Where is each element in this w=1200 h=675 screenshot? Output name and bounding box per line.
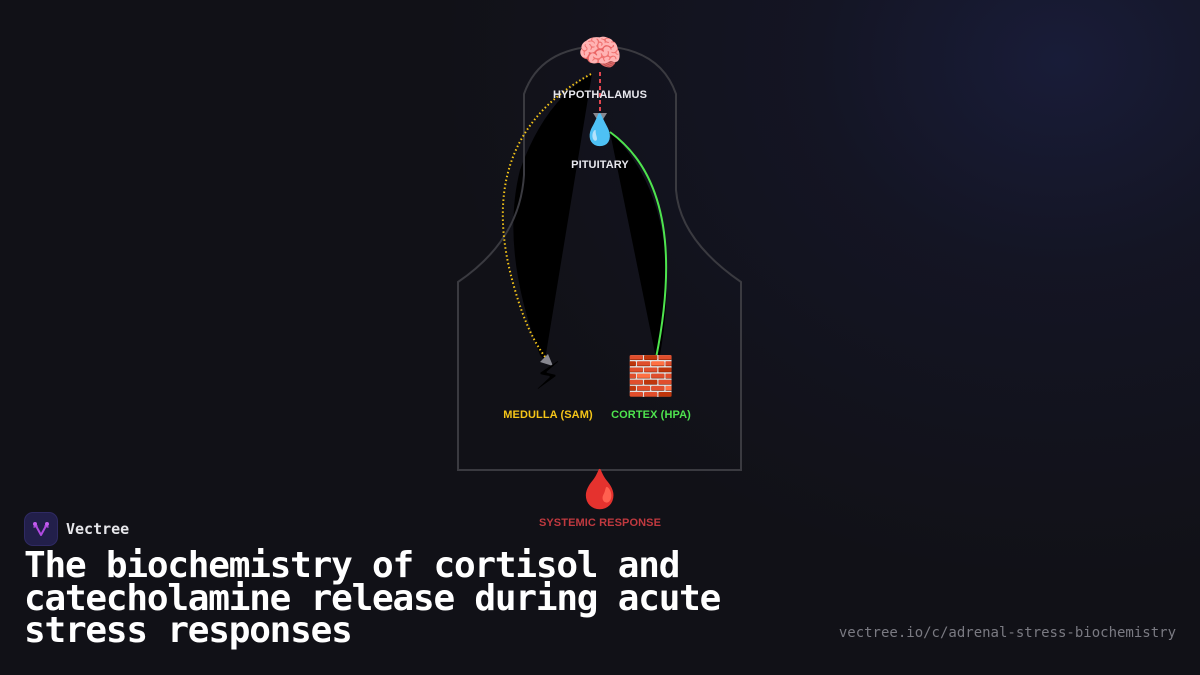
edge-pituitary-cortex xyxy=(609,131,668,359)
edge-hypothalamus-medulla xyxy=(501,73,592,359)
brick-icon: 🧱 xyxy=(627,354,675,398)
cortex-label: CORTEX (HPA) xyxy=(611,409,691,421)
page-title: The biochemistry of cortisol and catecho… xyxy=(24,545,721,651)
hypothalamus-label: HYPOTHALAMUS xyxy=(552,89,648,101)
systemic-response-label: SYSTEMIC RESPONSE xyxy=(538,517,662,529)
page-url[interactable]: vectree.io/c/adrenal-stress-biochemistry xyxy=(838,625,1176,641)
brand-name: Vectree xyxy=(66,520,130,538)
brain-icon: 🧠 xyxy=(577,33,623,74)
droplet-icon: 💧 xyxy=(581,113,619,148)
pituitary-arrowhead xyxy=(593,113,607,121)
blood-drop-icon: 🩸 xyxy=(576,467,624,511)
sam-pathway-shadow xyxy=(513,74,592,360)
medulla-arrowhead xyxy=(540,354,553,366)
medulla-label: MEDULLA (SAM) xyxy=(503,409,593,421)
pituitary-label: PITUITARY xyxy=(571,159,629,171)
hpa-pathway-shadow xyxy=(610,132,667,358)
lightning-icon: ⚡ xyxy=(534,354,562,398)
adrenal-gland-outline xyxy=(457,44,742,471)
vectree-logo-icon xyxy=(24,512,58,546)
brand: Vectree xyxy=(24,512,129,546)
